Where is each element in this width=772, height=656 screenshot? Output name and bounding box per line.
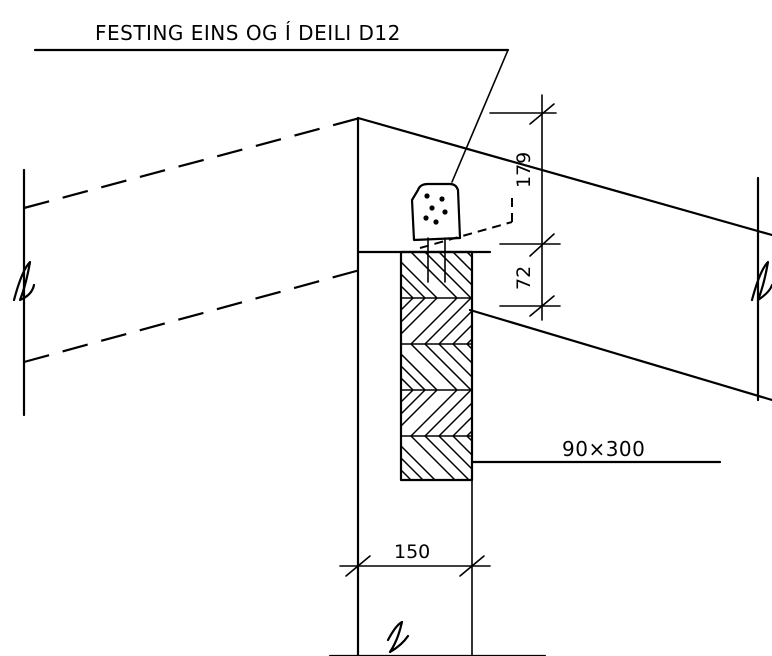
beam-size-label: 90×300 — [562, 437, 645, 461]
roof-top-line — [356, 116, 772, 237]
hidden-rafter-top — [23, 116, 361, 210]
upper-height-value: 179 — [513, 152, 535, 188]
fixing-note-label: FESTING EINS OG Í DEILI D12 — [95, 21, 401, 45]
left-break-line — [12, 168, 36, 417]
lower-height-value: 72 — [513, 266, 535, 290]
base-break-line — [328, 620, 547, 656]
width-dimension: 150 — [339, 541, 491, 577]
height-dimension-chain: 179 72 — [489, 94, 561, 321]
roof-bottom-line — [468, 308, 772, 402]
width-dimension-value: 150 — [394, 541, 430, 563]
note-leader — [451, 49, 509, 183]
hidden-rafter-bottom — [23, 268, 361, 364]
right-break-line — [750, 176, 772, 402]
hidden-slope — [419, 221, 513, 249]
glulam-beam — [399, 250, 474, 482]
fixing-bracket — [410, 182, 462, 283]
